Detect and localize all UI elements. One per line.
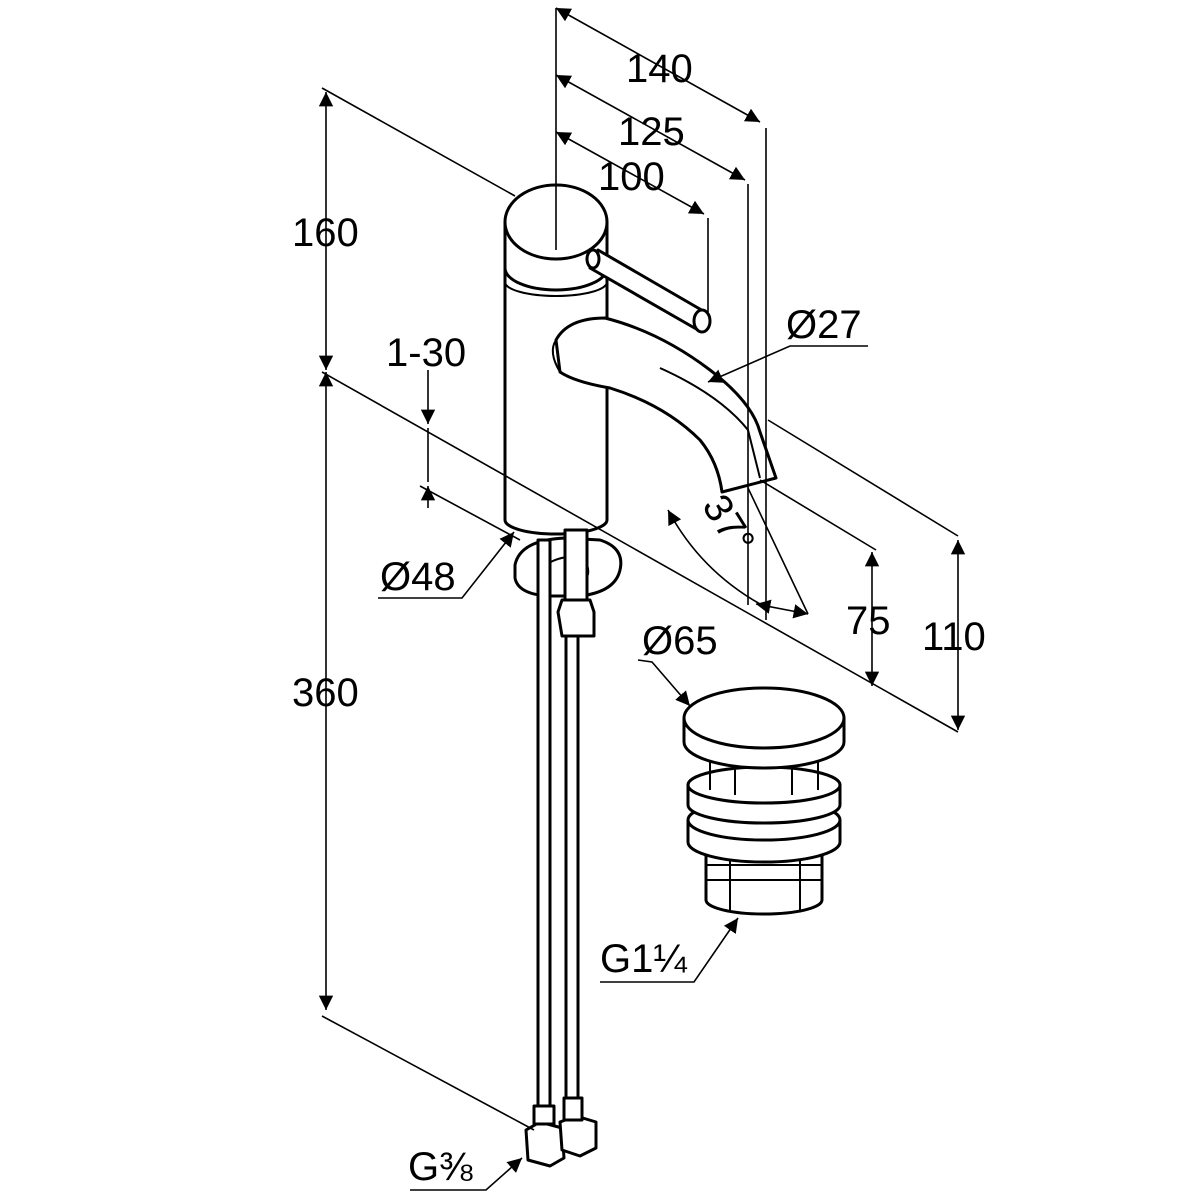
dim-label-100: 100: [598, 155, 665, 199]
dim-label-waste-diameter: Ø65: [642, 619, 718, 663]
dim-label-110: 110: [922, 615, 986, 659]
pop-up-waste: [682, 686, 846, 916]
dim-label-base-diameter: Ø48: [380, 555, 456, 599]
dim-label-75: 75: [846, 599, 891, 643]
hose-nut-left: [524, 1104, 566, 1168]
dim-label-waste-thread: G1¼: [600, 937, 687, 981]
dim-label-360: 360: [292, 671, 359, 715]
dim-label-125: 125: [618, 110, 685, 154]
lever-handle: [585, 248, 712, 334]
spout: [551, 316, 778, 494]
hose-nut-right: [558, 1096, 598, 1158]
dim-label-160: 160: [292, 211, 359, 255]
faucet-body: [503, 8, 609, 536]
dim-label-140: 140: [626, 47, 693, 91]
dimension-lines: [318, 7, 966, 1191]
dim-label-deck-thickness: 1-30: [386, 331, 466, 375]
supply-hoses: [524, 538, 598, 1168]
mounting-set: [513, 528, 623, 638]
dim-label-spout-diameter: Ø27: [786, 303, 862, 347]
dim-label-hose-thread: G⅜: [408, 1145, 473, 1189]
